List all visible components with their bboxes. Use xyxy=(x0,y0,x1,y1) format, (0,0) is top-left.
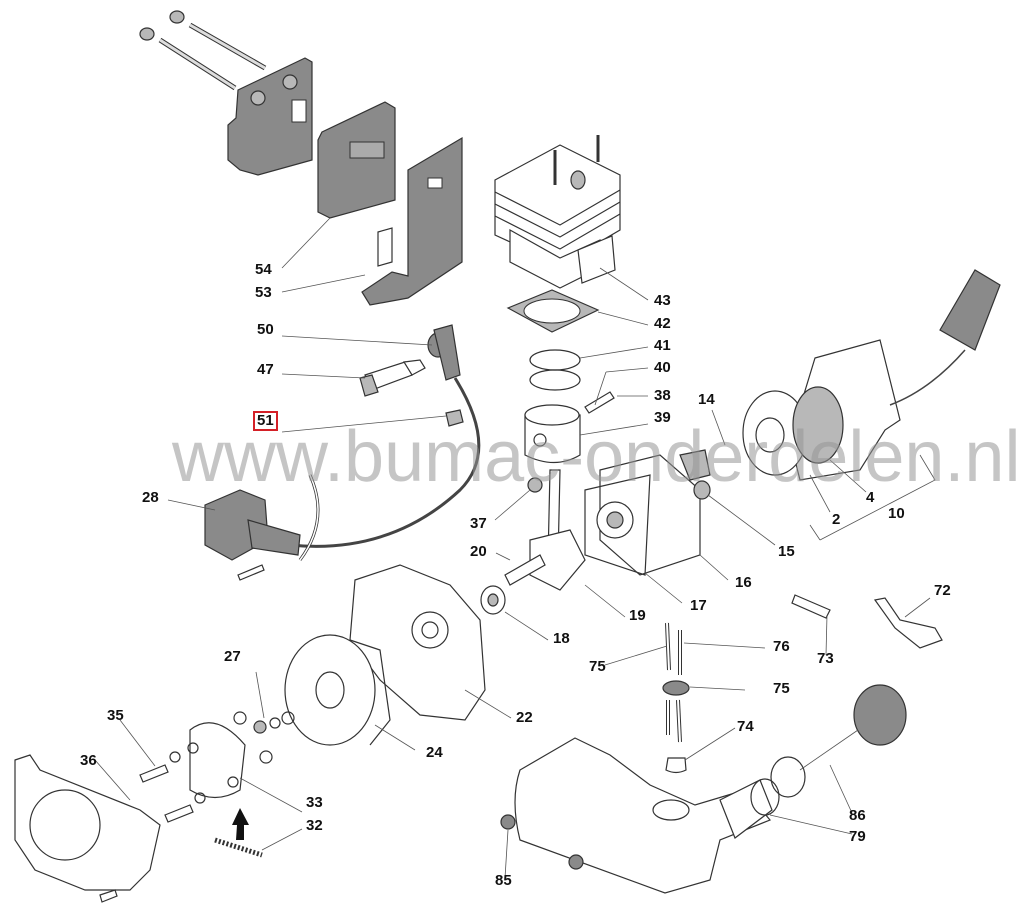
part-label-43[interactable]: 43 xyxy=(654,292,671,309)
part-label-75-line[interactable]: 75 xyxy=(589,658,606,675)
part-label-42[interactable]: 42 xyxy=(654,315,671,332)
part-label-14[interactable]: 14 xyxy=(698,391,715,408)
rubber-mount-2 xyxy=(568,854,584,870)
part-label-16[interactable]: 16 xyxy=(735,574,752,591)
bracket xyxy=(873,597,943,649)
piston-ring-2 xyxy=(529,369,581,391)
fuel-cap-seal xyxy=(770,756,806,798)
cylinder xyxy=(494,135,621,289)
piston-pin xyxy=(584,391,615,414)
leader-lines xyxy=(94,217,931,879)
part-label-33[interactable]: 33 xyxy=(306,794,323,811)
part-label-40[interactable]: 40 xyxy=(654,359,671,376)
part-label-27[interactable]: 27 xyxy=(224,648,241,665)
clutch-spring xyxy=(214,837,263,858)
part-label-18[interactable]: 18 xyxy=(553,630,570,647)
part-label-76[interactable]: 76 xyxy=(773,638,790,655)
part-label-74[interactable]: 74 xyxy=(737,718,754,735)
part-label-51-highlighted[interactable]: 51 xyxy=(253,411,278,431)
fuel-tank xyxy=(514,737,780,894)
flywheel xyxy=(284,634,391,746)
muffler-bolts xyxy=(139,10,267,91)
crankshaft xyxy=(504,469,586,591)
fuel-cap xyxy=(799,684,907,771)
pawl xyxy=(679,449,711,481)
spark-plug xyxy=(359,359,426,397)
part-label-19[interactable]: 19 xyxy=(629,607,646,624)
piston-ring-1 xyxy=(529,349,581,371)
part-label-36[interactable]: 36 xyxy=(80,752,97,769)
part-label-50[interactable]: 50 xyxy=(257,321,274,338)
part-label-10[interactable]: 10 xyxy=(888,505,905,522)
part-label-17[interactable]: 17 xyxy=(690,597,707,614)
part-label-72[interactable]: 72 xyxy=(934,582,951,599)
arrow-icon xyxy=(232,808,249,840)
part-label-38[interactable]: 38 xyxy=(654,387,671,404)
part-label-15[interactable]: 15 xyxy=(778,543,795,560)
part-label-20[interactable]: 20 xyxy=(470,543,487,560)
recoil-starter xyxy=(742,269,1001,481)
part-label-32[interactable]: 32 xyxy=(306,817,323,834)
bearing-15 xyxy=(693,480,711,500)
part-label-41[interactable]: 41 xyxy=(654,337,671,354)
part-label-4[interactable]: 4 xyxy=(866,489,875,506)
part-label-28[interactable]: 28 xyxy=(142,489,159,506)
muffler xyxy=(317,101,396,219)
part-label-54[interactable]: 54 xyxy=(255,261,272,278)
clutch xyxy=(187,722,246,799)
part-label-37[interactable]: 37 xyxy=(470,515,487,532)
piston xyxy=(524,404,581,464)
part-label-86[interactable]: 86 xyxy=(849,807,866,824)
fuel-filter xyxy=(665,757,687,774)
needle-bearing xyxy=(527,477,543,493)
ignition-lead-clip xyxy=(445,409,464,427)
part-label-53[interactable]: 53 xyxy=(255,284,272,301)
part-label-39[interactable]: 39 xyxy=(654,409,671,426)
part-label-73[interactable]: 73 xyxy=(817,650,834,667)
rubber-block xyxy=(791,594,831,619)
part-label-2[interactable]: 2 xyxy=(832,511,841,528)
ignition-coil xyxy=(204,474,320,581)
part-label-79[interactable]: 79 xyxy=(849,828,866,845)
part-label-22[interactable]: 22 xyxy=(516,709,533,726)
clutch-bolt xyxy=(139,764,169,783)
fan-housing xyxy=(14,754,161,903)
part-label-35[interactable]: 35 xyxy=(107,707,124,724)
part-label-47[interactable]: 47 xyxy=(257,361,274,378)
part-label-75-grommet[interactable]: 75 xyxy=(773,680,790,697)
fuel-lines xyxy=(662,622,690,743)
part-label-24[interactable]: 24 xyxy=(426,744,443,761)
crankcase-half xyxy=(584,454,701,576)
rubber-mount-1 xyxy=(500,814,516,830)
part-label-85[interactable]: 85 xyxy=(495,872,512,889)
